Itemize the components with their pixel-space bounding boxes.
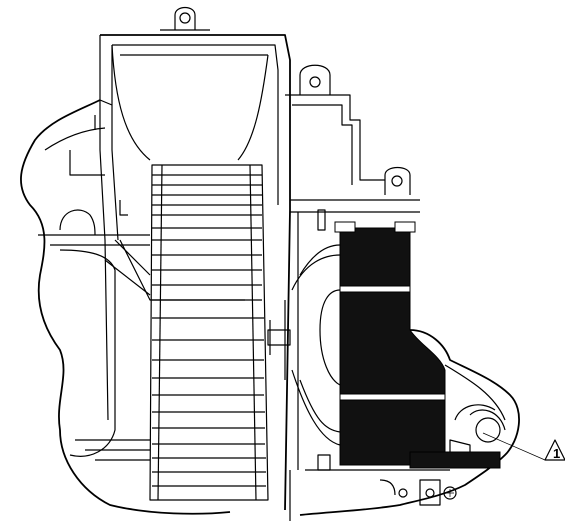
right-mounting-tab-lower <box>290 166 420 213</box>
blower-wheel <box>119 164 269 501</box>
callout-label: 1 <box>553 446 560 461</box>
housing-outline <box>20 99 231 515</box>
top-mounting-tab <box>160 6 210 31</box>
core-bracket <box>291 209 450 471</box>
right-mounting-tab-upper <box>285 64 385 185</box>
motor-hub <box>267 300 291 521</box>
scroll-housing <box>99 34 291 511</box>
callout-1: 1 <box>482 432 565 461</box>
bottom-fin-strip <box>409 451 501 469</box>
heater-core <box>334 221 446 466</box>
bottom-fittings <box>379 479 457 506</box>
